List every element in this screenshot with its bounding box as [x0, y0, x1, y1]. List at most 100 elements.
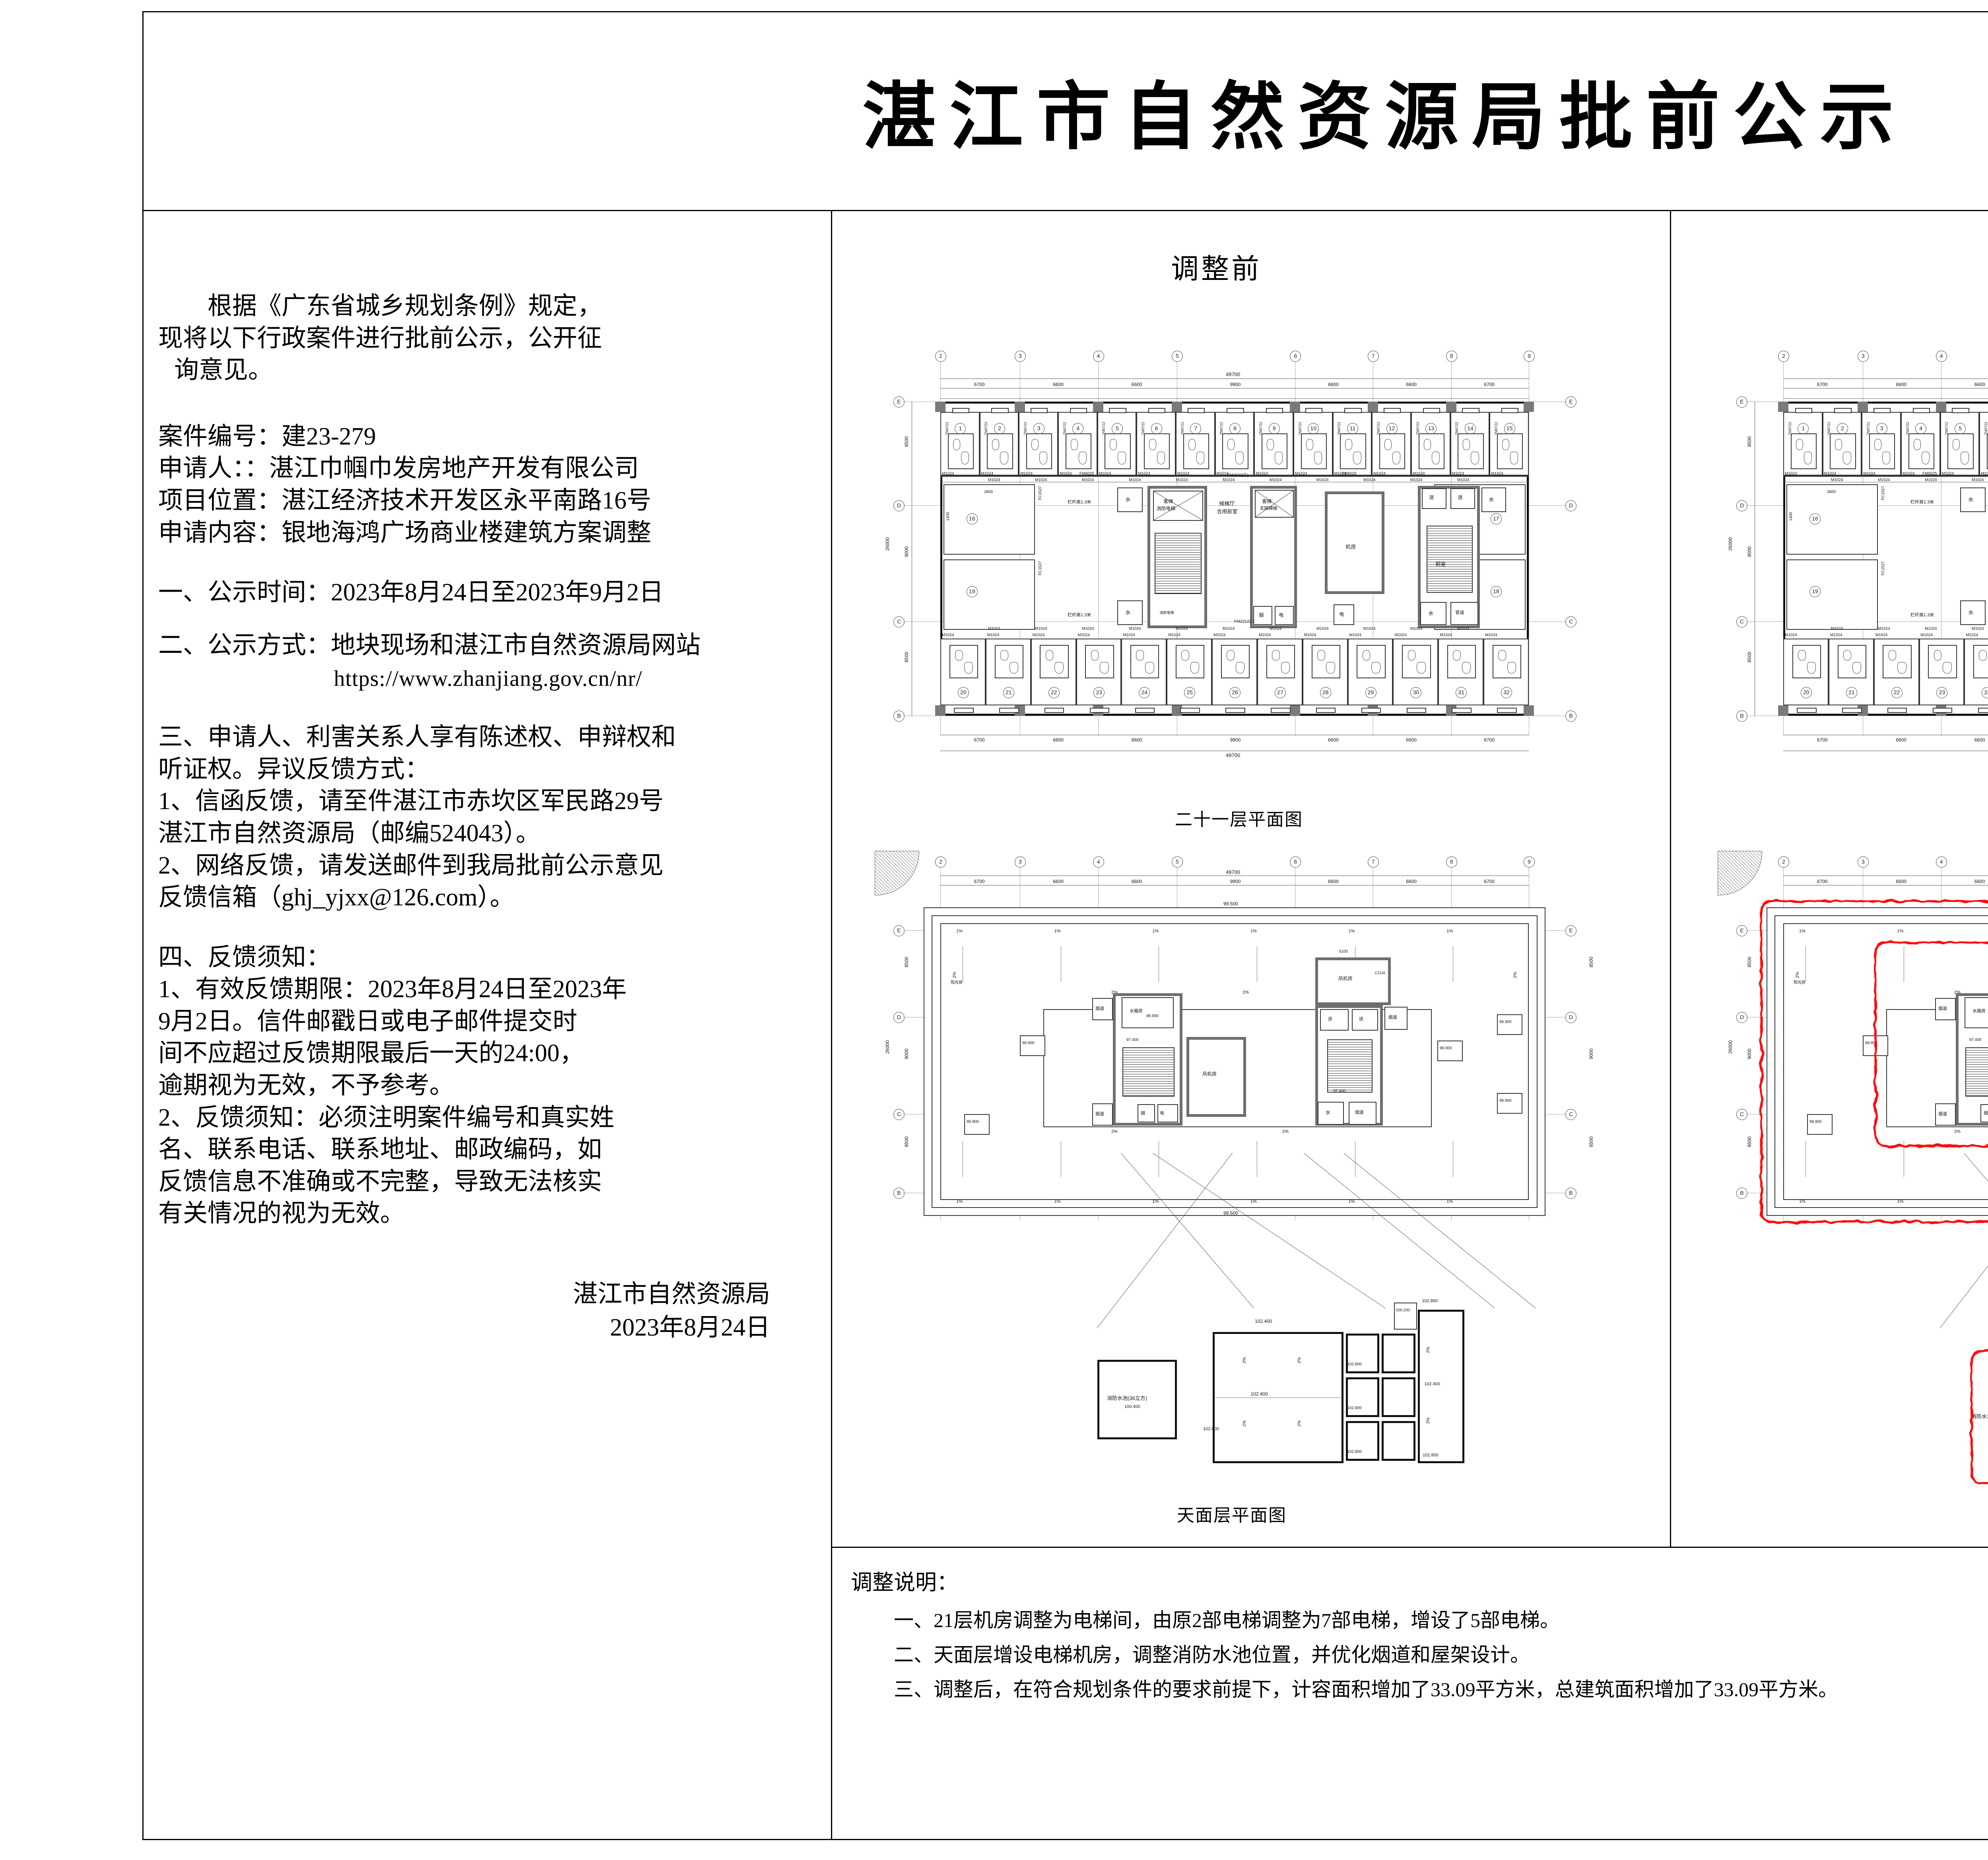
- grid-line: [1295, 398, 1334, 399]
- section-4-item-1-line-1: 1、有效反馈期限：2023年8月24日至2023年: [158, 976, 627, 1003]
- label-fire-water-tank: 消防水池(36立方): [1971, 1413, 1988, 1419]
- slope-label: 1%: [1897, 1199, 1904, 1204]
- window: [999, 708, 1019, 713]
- detail-gutter-cell: [1382, 1334, 1416, 1373]
- grid-line: [1980, 398, 1988, 399]
- elevation-label: 99.900: [1809, 1120, 1822, 1124]
- elevation-label: 102.400: [1424, 1382, 1440, 1387]
- bathroom-pod: [947, 433, 974, 469]
- page-title: 湛江市自然资源局批前公示: [862, 76, 1907, 158]
- elevation-marker: [1020, 1035, 1045, 1056]
- grid-bubble-26: 26: [1229, 687, 1241, 698]
- door-tag: TM0722: [1023, 421, 1028, 435]
- bathroom-pod: [1947, 433, 1974, 469]
- door-tag: M1024: [1972, 627, 1984, 631]
- bathroom-pod: [1837, 645, 1866, 678]
- dimension-bay-vertical: 8500: [1747, 651, 1752, 662]
- grid-bubble-19: 19: [1809, 586, 1821, 598]
- dimension: 2800: [984, 490, 993, 494]
- window: [1109, 408, 1126, 413]
- field-application-content-label: 申请内容：: [158, 519, 282, 546]
- grid-line: [1137, 398, 1177, 399]
- grid-bubble-3: 3: [1857, 856, 1869, 868]
- grid-bubble-22: 22: [1048, 687, 1060, 698]
- smoke-shaft: [1980, 1104, 1988, 1122]
- door-tag: M1024: [1349, 633, 1362, 637]
- dimension-total-width: 49700: [1226, 869, 1241, 875]
- door-tag: M1024: [1452, 472, 1464, 476]
- dimension-bay-vertical: 9000: [1588, 1048, 1594, 1059]
- elevation-label: 99.900: [1499, 1099, 1512, 1103]
- label-fire-lift-small: 消防电梯: [1159, 611, 1174, 615]
- structural-column: [1778, 402, 1788, 412]
- window: [1423, 408, 1441, 413]
- dimension-bay: 6700: [1817, 737, 1828, 743]
- door-tag: M1024: [1035, 478, 1047, 482]
- label-fan-room: 风机房: [1338, 976, 1353, 981]
- section-1-publicity-period: 一、公示时间：2023年8月24日至2023年9月2日: [158, 579, 664, 606]
- passenger-lift-car: [1255, 490, 1294, 518]
- door-tag: M1024: [1316, 478, 1329, 482]
- dimension: 5100: [1339, 949, 1348, 954]
- structural-column: [935, 705, 945, 716]
- window: [1148, 408, 1166, 413]
- elevation-label: 98.900: [1146, 1014, 1159, 1018]
- case-fields: 案件编号：建23-279 申请人：：湛江巾帼巾发房地产开发有限公司 项目位置：湛…: [158, 421, 818, 549]
- door-tag: M1024: [1785, 633, 1797, 637]
- adjustment-note-2: 二、天面层增设电梯机房，调整消防水池位置，并优化烟道和屋架设计。: [894, 1644, 1530, 1666]
- door-tag: M1024: [1032, 633, 1045, 637]
- grid-bubble-13: 13: [1425, 423, 1437, 434]
- door-tag: M1024: [1394, 633, 1407, 637]
- elevation-label: 99.500: [1223, 901, 1238, 907]
- dimension-bay: 6600: [1131, 737, 1142, 743]
- elevation-label: 102.400: [1255, 1318, 1272, 1324]
- grid-bubble-B: B: [893, 1188, 905, 1199]
- water-room: [1960, 600, 1986, 625]
- water-room: [1317, 1102, 1344, 1125]
- label-passenger-lift: 客梯: [1163, 499, 1173, 504]
- slope-label: 1%: [1152, 1199, 1159, 1204]
- grid-bubble-7: 7: [1367, 351, 1379, 362]
- detail-gutter-cell: [1345, 1421, 1380, 1461]
- slope-label: 2%: [1426, 1417, 1431, 1424]
- dimension-bay-vertical: 9000: [904, 1048, 909, 1059]
- grid-bubble-5: 5: [1112, 423, 1123, 434]
- grid-bubble-E: E: [1565, 925, 1576, 936]
- dimension-bay: 6600: [1406, 382, 1417, 387]
- grid-bubble-21: 21: [1003, 687, 1014, 698]
- grid-line: [1373, 398, 1412, 399]
- elevation-label: 102.800: [1347, 1450, 1362, 1454]
- label-fan-room: 风机房: [1202, 1071, 1217, 1077]
- door-tag: M1024: [1020, 472, 1033, 476]
- bathroom-pod: [1418, 433, 1444, 469]
- revision-cloud: [1760, 900, 1988, 1223]
- door-tag: M1024: [1981, 472, 1988, 476]
- grid-bubble-E: E: [1565, 396, 1576, 408]
- window: [1406, 708, 1427, 713]
- grid-bubble-D: D: [1736, 1012, 1747, 1023]
- detail-gutter-cell: [1382, 1421, 1416, 1461]
- grid-bubble-7: 7: [1190, 423, 1202, 434]
- label-supply: 送: [1328, 1017, 1332, 1021]
- field-application-content-value: 银地海鸿广场商业楼建筑方案调整: [282, 519, 652, 546]
- electrical-shaft: [1275, 606, 1294, 625]
- revision-cloud: [1971, 1350, 1988, 1484]
- grid-bubble-3: 3: [1876, 423, 1887, 434]
- window: [1952, 408, 1969, 413]
- grid-line: [1059, 398, 1098, 399]
- grid-bubble-25: 25: [1184, 687, 1196, 698]
- window-tag: C2118: [1375, 971, 1385, 975]
- grid-bubble-16: 16: [1809, 513, 1821, 525]
- grid-bubble-2: 2: [1778, 856, 1789, 868]
- grid-bubble-C: C: [1736, 616, 1747, 627]
- door-tag: M1024: [1925, 627, 1937, 631]
- dimension-bay-vertical: 8500: [904, 1136, 909, 1147]
- window: [1978, 708, 1988, 713]
- caption-before-roof: 天面层平面图: [1177, 1506, 1287, 1525]
- dimension-bay: 6600: [1974, 879, 1985, 884]
- door-tag: M1024: [1875, 633, 1888, 637]
- grid-bubble-31: 31: [1456, 687, 1467, 698]
- grid-bubble-C: C: [1736, 1109, 1747, 1120]
- publicity-website-url[interactable]: https://www.zhanjiang.gov.cn/nr/: [334, 666, 643, 691]
- grid-bubble-3: 3: [1857, 351, 1869, 362]
